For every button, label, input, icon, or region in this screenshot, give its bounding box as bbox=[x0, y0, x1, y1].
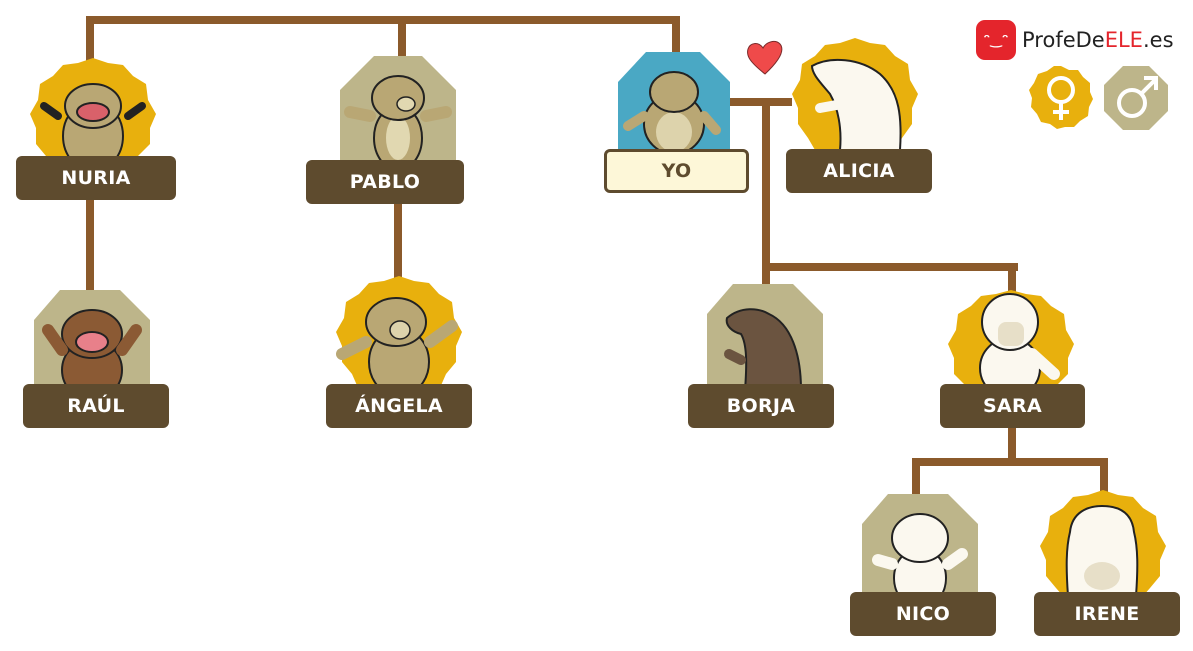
connector-nuria-raul bbox=[86, 195, 94, 295]
raul-avatar bbox=[34, 290, 150, 390]
irene-avatar bbox=[1038, 488, 1168, 596]
angela-label[interactable]: ÁNGELA bbox=[326, 384, 472, 428]
borja-avatar bbox=[707, 284, 823, 390]
male-legend bbox=[1104, 66, 1168, 134]
connector-sara-up bbox=[1008, 263, 1016, 293]
connector-yo-up bbox=[672, 16, 680, 56]
connector-pablo-up bbox=[398, 16, 406, 61]
nuria-avatar bbox=[28, 56, 158, 166]
nuria-label[interactable]: NURIA bbox=[16, 156, 176, 200]
sara-label[interactable]: SARA bbox=[940, 384, 1085, 428]
alicia-label[interactable]: ALICIA bbox=[786, 149, 932, 193]
brand-name: ProfeDeELE.es bbox=[1022, 28, 1174, 52]
connector-pablo-angela bbox=[394, 200, 402, 280]
raul-label[interactable]: RAÚL bbox=[23, 384, 169, 428]
female-symbol-icon bbox=[1029, 66, 1093, 129]
pablo-avatar bbox=[340, 56, 456, 166]
connector-irene-up bbox=[1100, 458, 1108, 498]
irene-label[interactable]: IRENE bbox=[1034, 592, 1180, 636]
male-symbol-icon bbox=[1104, 66, 1168, 130]
connector-sara-down bbox=[1008, 425, 1016, 465]
nico-label[interactable]: NICO bbox=[850, 592, 996, 636]
connector-nico-up bbox=[912, 458, 920, 498]
connector-nuria-up bbox=[86, 16, 94, 66]
connector-couple bbox=[730, 98, 792, 106]
angela-avatar bbox=[334, 274, 464, 390]
brand-logo[interactable]: ᵔ‿ᵔ ProfeDeELE.es bbox=[976, 20, 1174, 60]
nico-avatar bbox=[862, 494, 978, 598]
smile-face-icon: ᵔ‿ᵔ bbox=[976, 20, 1016, 60]
alicia-avatar bbox=[790, 38, 920, 150]
heart-icon bbox=[744, 40, 786, 76]
yo-avatar bbox=[618, 52, 730, 152]
connector-grandchildren-bar bbox=[912, 458, 1108, 466]
connector-children-bar bbox=[762, 263, 1018, 271]
pablo-label[interactable]: PABLO bbox=[306, 160, 464, 204]
borja-label[interactable]: BORJA bbox=[688, 384, 834, 428]
connector-siblings-top bbox=[86, 16, 680, 24]
connector-couple-down bbox=[762, 98, 770, 288]
yo-label[interactable]: YO bbox=[604, 149, 749, 193]
female-legend bbox=[1028, 64, 1094, 134]
sara-avatar bbox=[946, 284, 1076, 388]
